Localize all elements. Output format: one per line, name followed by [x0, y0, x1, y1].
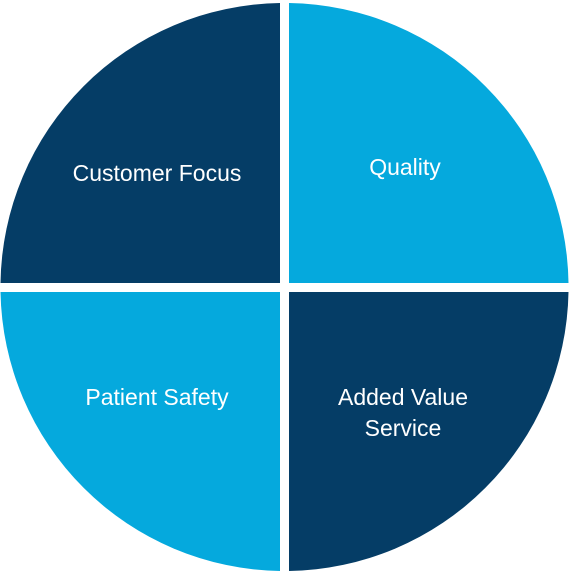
label-added-value: Added Value	[338, 384, 468, 410]
quadrant-top-right	[289, 3, 569, 283]
quadrant-bottom-right	[289, 292, 569, 571]
label-customer-focus: Customer Focus	[73, 160, 242, 186]
label-quality: Quality	[369, 154, 441, 180]
quadrant-top-left	[0, 3, 280, 283]
quadrant-bottom-left	[0, 292, 280, 571]
label-patient-safety: Patient Safety	[85, 384, 229, 410]
label-service: Service	[365, 415, 442, 441]
